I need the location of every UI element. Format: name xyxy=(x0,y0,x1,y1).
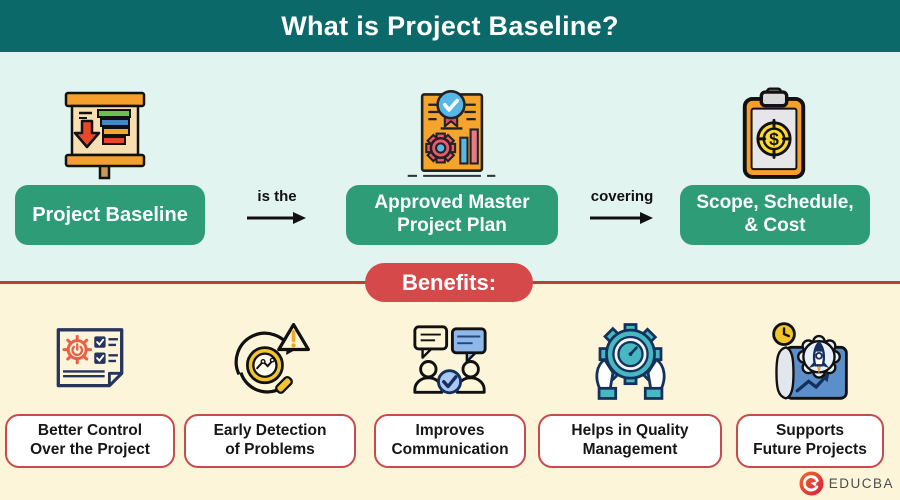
connector-label: covering xyxy=(590,188,654,205)
header-bar: What is Project Baseline? xyxy=(0,0,900,52)
benefit-label: Supports Future Projects xyxy=(736,414,884,468)
benefit-label: Improves Communication xyxy=(374,414,526,468)
flow-node-project-baseline: Project Baseline xyxy=(15,185,205,245)
arrow-right-icon xyxy=(247,212,306,224)
page-title: What is Project Baseline? xyxy=(281,10,619,41)
detection-magnifier-icon xyxy=(226,317,314,405)
arrow-right-icon xyxy=(590,212,653,224)
benefit-label: Better Control Over the Project xyxy=(5,414,175,468)
certified-plan-icon xyxy=(398,80,504,181)
quality-gear-hands-icon xyxy=(588,317,673,405)
flow-node-scope-schedule-cost: Scope, Schedule, & Cost xyxy=(680,185,870,245)
benefit-item: Better Control Over the Project xyxy=(0,287,180,500)
budget-clipboard-icon: $ xyxy=(734,86,814,181)
educba-logo-text: EDUCBA xyxy=(828,476,894,491)
communication-icon xyxy=(409,317,491,405)
benefit-label: Helps in Quality Management xyxy=(538,414,722,468)
benefits-section: Better Control Over the Project xyxy=(0,287,900,500)
presentation-board-icon xyxy=(55,86,157,181)
educba-logo-icon xyxy=(799,471,824,496)
benefit-item: Helps in Quality Management xyxy=(538,287,722,500)
benefit-item: Early Detection of Problems xyxy=(180,287,360,500)
benefits-title: Benefits: xyxy=(365,263,533,302)
definition-section: $ Project Baseline is the Approved Maste… xyxy=(0,52,900,284)
svg-text:$: $ xyxy=(769,129,779,149)
benefit-item: Improves Communication xyxy=(360,287,540,500)
educba-logo: EDUCBA xyxy=(799,471,894,496)
benefit-label: Early Detection of Problems xyxy=(184,414,356,468)
connector-is-the: is the xyxy=(232,188,322,226)
connector-covering: covering xyxy=(577,188,667,226)
control-document-icon xyxy=(45,317,135,405)
connector-label: is the xyxy=(257,188,297,205)
benefit-item: Supports Future Projects xyxy=(720,287,900,500)
future-projects-icon xyxy=(765,317,855,405)
flow-node-approved-master-plan: Approved Master Project Plan xyxy=(346,185,558,245)
